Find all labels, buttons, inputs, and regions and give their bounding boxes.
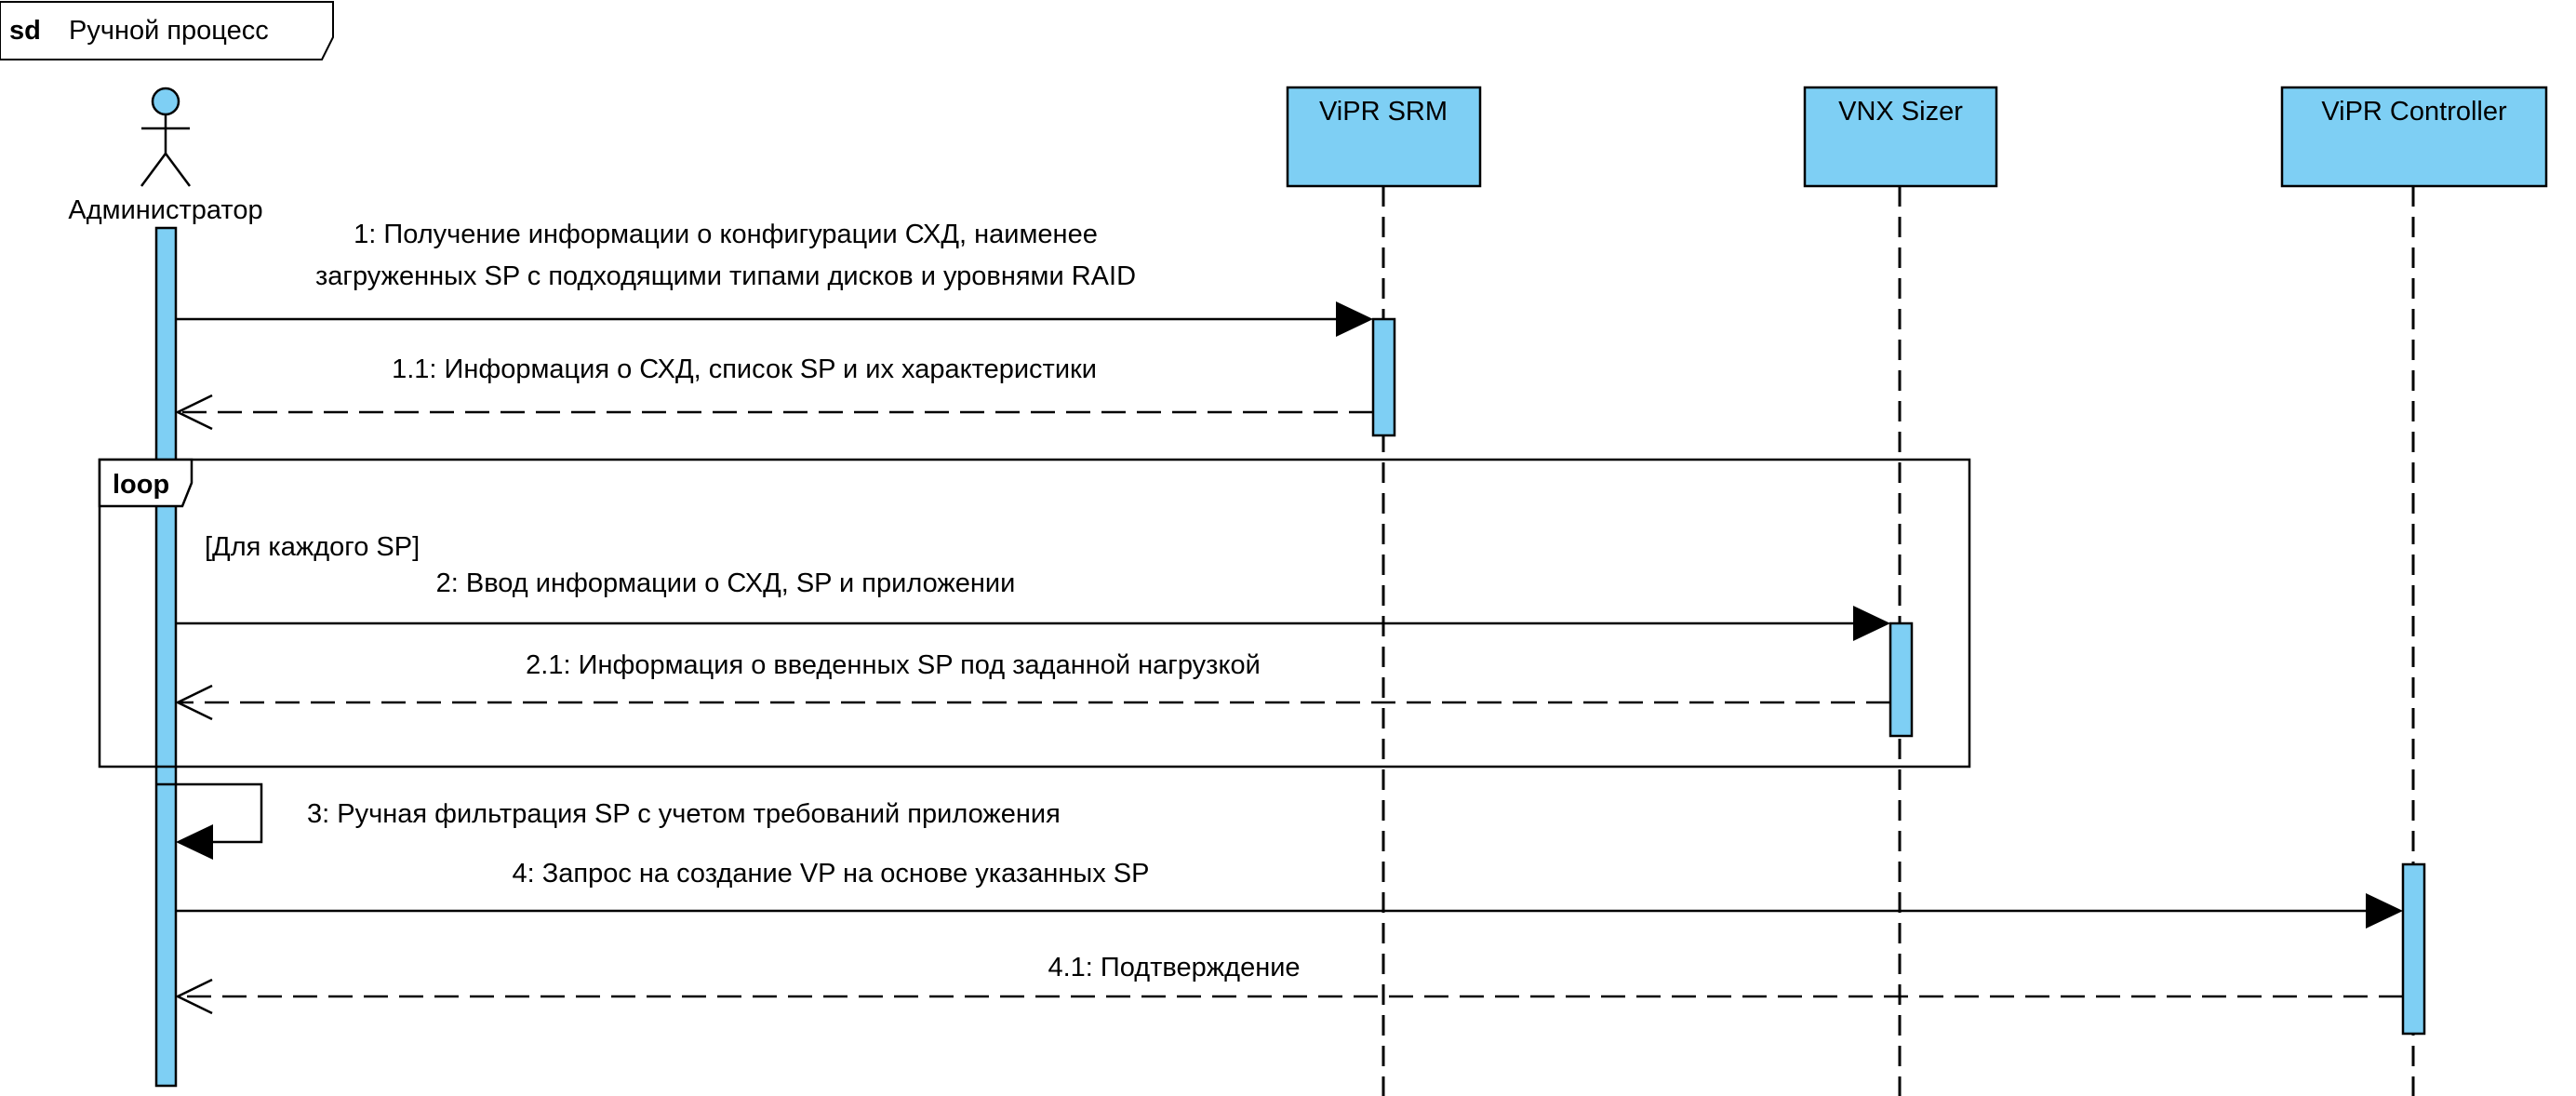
- actor-icon: [140, 87, 192, 187]
- message-label: 4: Запрос на создание VP на основе указа…: [513, 859, 1150, 889]
- message-label: 3: Ручная фильтрация SP с учетом требова…: [307, 799, 1061, 829]
- participant-controller: ViPR Controller: [2280, 86, 2548, 188]
- participant-sizer: VNX Sizer: [1803, 86, 1998, 188]
- arrowhead-filled: [176, 824, 213, 860]
- message-3: 3: Ручная фильтрация SP с учетом требова…: [156, 782, 1061, 860]
- message-label-line-2: загруженных SP с подходящими типами диск…: [315, 261, 1136, 291]
- message-1-1: 1.1: Информация о СХД, список SP и их ха…: [175, 354, 1373, 431]
- activation-controller: [2401, 862, 2426, 1036]
- message-label: 4.1: Подтверждение: [1048, 953, 1300, 982]
- diagram-frame: sd Ручной процесс: [0, 1, 334, 60]
- message-label: 2.1: Информация о введенных SP под задан…: [526, 650, 1261, 680]
- participant-srm: ViPR SRM: [1286, 86, 1482, 188]
- loop-tab: [98, 458, 194, 508]
- participant-label: ViPR SRM: [1319, 97, 1448, 127]
- participant-admin: Администратор: [68, 87, 263, 225]
- arrowhead-filled: [1853, 606, 1890, 641]
- message-label: 2: Ввод информации о СХД, SP и приложени…: [436, 568, 1016, 598]
- arrowhead-open: [175, 684, 213, 721]
- participant-label: Администратор: [68, 195, 262, 225]
- activation-sizer: [1889, 622, 1914, 738]
- activation-srm: [1371, 317, 1396, 437]
- frame-title: Ручной процесс: [69, 16, 269, 46]
- participant-label: VNX Sizer: [1838, 97, 1963, 127]
- participant-label: ViPR Controller: [2321, 97, 2507, 127]
- loop-fragment: loop [Для каждого SP]: [98, 458, 1971, 769]
- message-2: 2: Ввод информации о СХД, SP и приложени…: [176, 568, 1890, 641]
- activation-admin: [154, 226, 178, 1088]
- arrowhead-filled: [1336, 301, 1373, 337]
- message-1: 1: Получение информации о конфигурации С…: [176, 220, 1373, 337]
- message-4-1: 4.1: Подтверждение: [175, 953, 2403, 1015]
- frame-keyword: sd: [9, 16, 41, 46]
- arrowhead-open: [175, 978, 213, 1015]
- loop-guard: [Для каждого SP]: [205, 532, 420, 562]
- message-label: 1.1: Информация о СХД, список SP и их ха…: [392, 354, 1097, 384]
- arrowhead-filled: [2366, 893, 2403, 929]
- message-4: 4: Запрос на создание VP на основе указа…: [176, 859, 2403, 929]
- activation-bars: [154, 226, 2426, 1088]
- message-label-line-1: 1: Получение информации о конфигурации С…: [354, 220, 1098, 249]
- loop-keyword: loop: [113, 470, 169, 500]
- message-2-1: 2.1: Информация о введенных SP под задан…: [175, 650, 1890, 721]
- frame-tab: [0, 1, 334, 60]
- arrowhead-open: [175, 394, 213, 431]
